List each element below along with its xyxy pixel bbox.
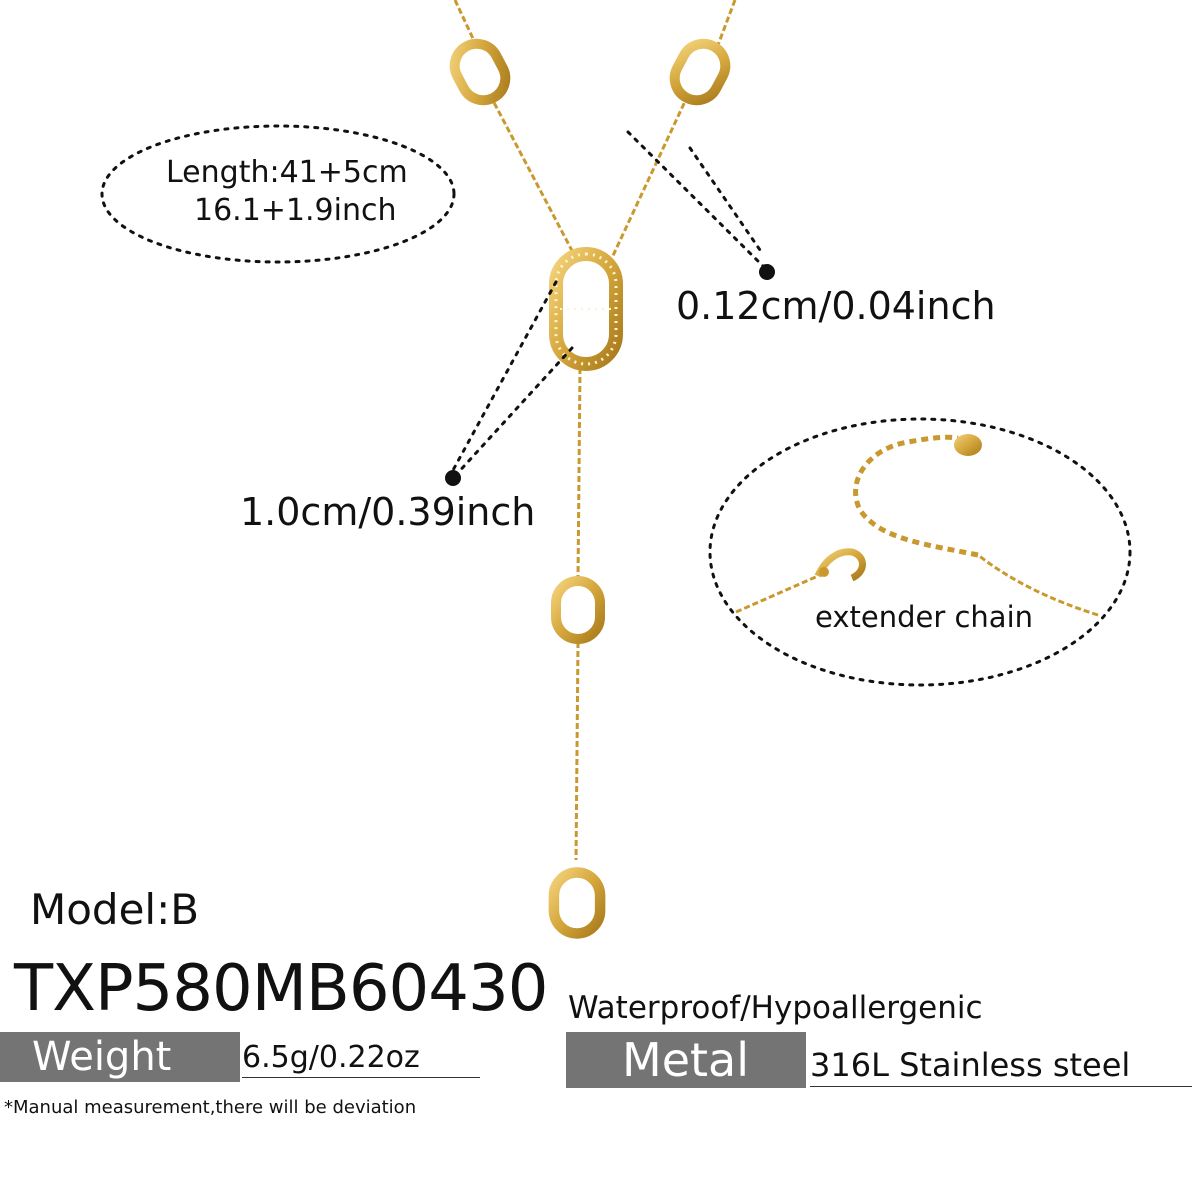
chain-link-top-right	[667, 36, 733, 108]
measurement-note: *Manual measurement,there will be deviat…	[4, 1097, 417, 1118]
necklace-chain	[453, 0, 737, 861]
chain-link-middle	[556, 581, 600, 639]
thickness-pointer	[626, 130, 775, 280]
chain-link-bottom	[554, 873, 600, 934]
extender-chain-icon	[735, 434, 1099, 617]
length-callout-ellipse	[100, 124, 456, 264]
features-label: Waterproof/Hypoallergenic	[568, 990, 983, 1026]
model-label: Model:B	[30, 885, 200, 934]
weight-badge: Weight	[0, 1032, 240, 1082]
pendant-size-pointer	[445, 280, 574, 486]
extender-callout-ellipse	[708, 417, 1132, 687]
weight-value: 6.5g/0.22oz	[242, 1040, 480, 1078]
thickness-label: 0.12cm/0.04inch	[676, 284, 996, 328]
metal-badge: Metal	[566, 1032, 806, 1088]
length-cm-label: Length:41+5cm	[166, 155, 408, 190]
extender-chain-label: extender chain	[815, 600, 1034, 634]
sku-code: TXP580MB60430	[14, 952, 548, 1026]
pendant-icon	[549, 247, 623, 371]
pendant-size-label: 1.0cm/0.39inch	[240, 490, 536, 534]
metal-value: 316L Stainless steel	[810, 1046, 1192, 1087]
chain-link-top-left	[447, 36, 513, 108]
length-inch-label: 16.1+1.9inch	[194, 193, 397, 228]
